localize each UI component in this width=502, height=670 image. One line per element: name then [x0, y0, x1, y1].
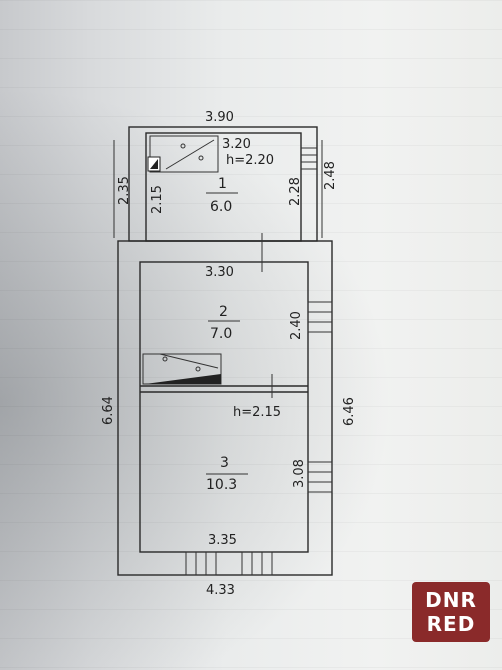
dim-room1-left-outer: 2.35	[117, 176, 132, 205]
dim-room1-height: h=2.20	[226, 153, 274, 168]
room2-number: 2	[219, 304, 228, 320]
dim-bottom-width: 4.33	[206, 583, 235, 598]
dim-room1-inner-width: 3.20	[222, 137, 251, 152]
dim-left-outer: 6.64	[101, 396, 116, 425]
dim-main-height: h=2.15	[233, 405, 281, 420]
dim-room2-width: 3.30	[205, 265, 234, 280]
watermark-line2: RED	[426, 612, 476, 636]
room1-area: 6.0	[210, 199, 232, 215]
room2-area: 7.0	[210, 326, 232, 342]
dim-right-outer: 6.46	[342, 397, 357, 426]
watermark-logo: DNR RED	[412, 582, 490, 642]
main-walls	[117, 192, 333, 576]
dim-room1-left-inner: 2.15	[150, 185, 165, 214]
dim-room3-depth: 3.08	[292, 459, 307, 488]
watermark-line1: DNR	[425, 588, 477, 612]
dim-room2-depth: 2.40	[289, 311, 304, 340]
room3-area: 10.3	[206, 477, 237, 493]
room1-number: 1	[218, 176, 227, 192]
room3-number: 3	[220, 455, 229, 471]
dim-top-width: 3.90	[205, 110, 234, 125]
dim-room3-width: 3.35	[208, 533, 237, 548]
dim-room1-right-outer: 2.48	[323, 161, 338, 190]
dim-room1-right-inner: 2.28	[288, 177, 303, 206]
